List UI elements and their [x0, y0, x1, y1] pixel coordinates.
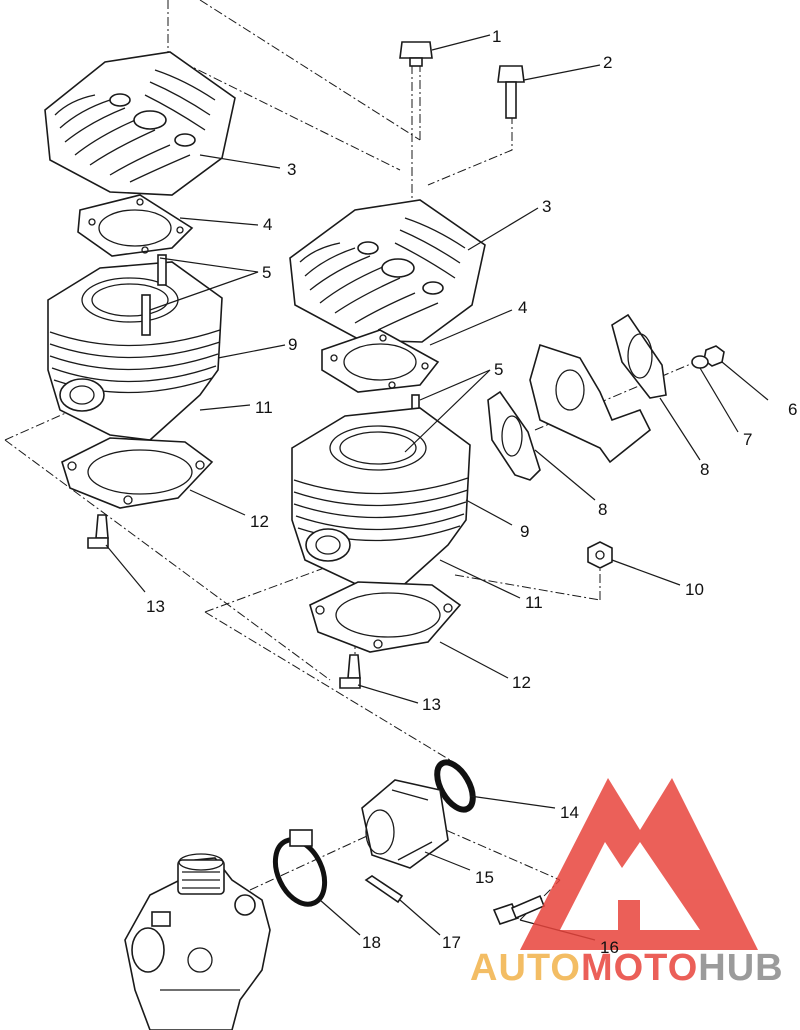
callout-8-middle: 8 — [598, 500, 607, 519]
exhaust-manifold — [529, 343, 652, 464]
callout-12-right: 12 — [512, 673, 531, 692]
head-gasket-left — [77, 194, 194, 257]
callout-14: 14 — [560, 803, 579, 822]
callout-18: 18 — [362, 933, 381, 952]
logo-word-auto: AUTO — [470, 947, 581, 989]
callout-10: 10 — [685, 580, 704, 599]
callout-7: 7 — [743, 430, 752, 449]
callout-5-left: 5 — [262, 263, 271, 282]
bolt-1 — [399, 41, 433, 67]
nut-10 — [587, 541, 613, 569]
o-ring-14 — [434, 759, 476, 813]
stud-right — [339, 654, 361, 689]
callout-4-right: 4 — [518, 298, 527, 317]
callout-11-left: 11 — [255, 398, 273, 417]
base-gasket-left — [61, 437, 214, 509]
callout-1: 1 — [492, 27, 501, 46]
callout-11-right: 11 — [525, 593, 543, 612]
callout-16: 16 — [600, 938, 619, 957]
callout-3-left: 3 — [287, 160, 296, 179]
cylinder-left — [47, 254, 223, 441]
bolt-2 — [497, 65, 525, 119]
stud-left — [87, 514, 109, 549]
callout-3-right: 3 — [542, 197, 551, 216]
cylinder-head-left — [44, 51, 236, 196]
callout-4-left: 4 — [263, 215, 272, 234]
callout-9-left: 9 — [288, 335, 297, 354]
callout-6: 6 — [788, 400, 797, 419]
cylinder-right — [291, 407, 471, 591]
washer-7 — [691, 355, 709, 369]
logo-triangle-icon — [520, 778, 758, 950]
callout-5-right: 5 — [494, 360, 503, 379]
head-gasket-right — [321, 329, 440, 393]
exhaust-gasket-small — [487, 390, 541, 481]
watermark-logo: AUTOMOTOHUB — [470, 778, 784, 989]
bolt-16 — [492, 894, 546, 925]
callout-13-right: 13 — [422, 695, 441, 714]
callout-9-right: 9 — [520, 522, 529, 541]
callout-labels: 1 2 3 3 4 4 5 5 6 7 8 8 9 9 10 11 11 12 … — [146, 27, 797, 957]
callout-2: 2 — [603, 53, 612, 72]
callout-12-left: 12 — [250, 512, 269, 531]
intake-boot-15 — [361, 779, 449, 869]
base-gasket-right — [309, 581, 462, 653]
screw-17 — [364, 875, 404, 904]
logo-text: AUTOMOTOHUB — [470, 947, 784, 989]
callout-8-right: 8 — [700, 460, 709, 479]
clamp-18 — [272, 829, 328, 907]
callout-15: 15 — [475, 868, 494, 887]
logo-word-hub: HUB — [698, 947, 783, 989]
exhaust-gasket-large — [611, 313, 667, 399]
cylinder-head-right — [289, 199, 486, 343]
carburetor — [124, 853, 271, 1030]
callout-17: 17 — [442, 933, 461, 952]
logo-word-moto: MOTO — [581, 947, 698, 989]
callout-13-left: 13 — [146, 597, 165, 616]
